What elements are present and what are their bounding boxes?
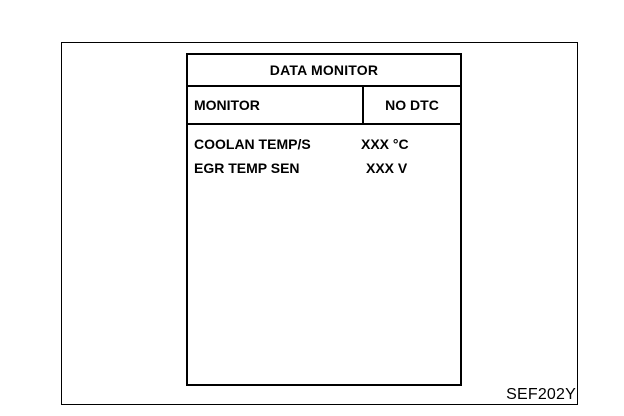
data-row-label: COOLAN TEMP/S [194, 136, 311, 152]
data-row-value: XXX V [366, 160, 408, 176]
monitor-header-row: MONITOR NO DTC [188, 87, 460, 125]
monitor-header-label: MONITOR [188, 87, 364, 123]
dtc-status-label: NO DTC [385, 97, 439, 113]
consult-screen: DATA MONITOR MONITOR NO DTC COOLAN TEMP/… [186, 53, 462, 386]
data-row-label: EGR TEMP SEN [194, 160, 300, 176]
data-row-value: XXX °C [361, 136, 409, 152]
screen-title: DATA MONITOR [188, 55, 460, 87]
figure-code: SEF202Y [506, 386, 576, 403]
figure-frame [61, 42, 578, 405]
